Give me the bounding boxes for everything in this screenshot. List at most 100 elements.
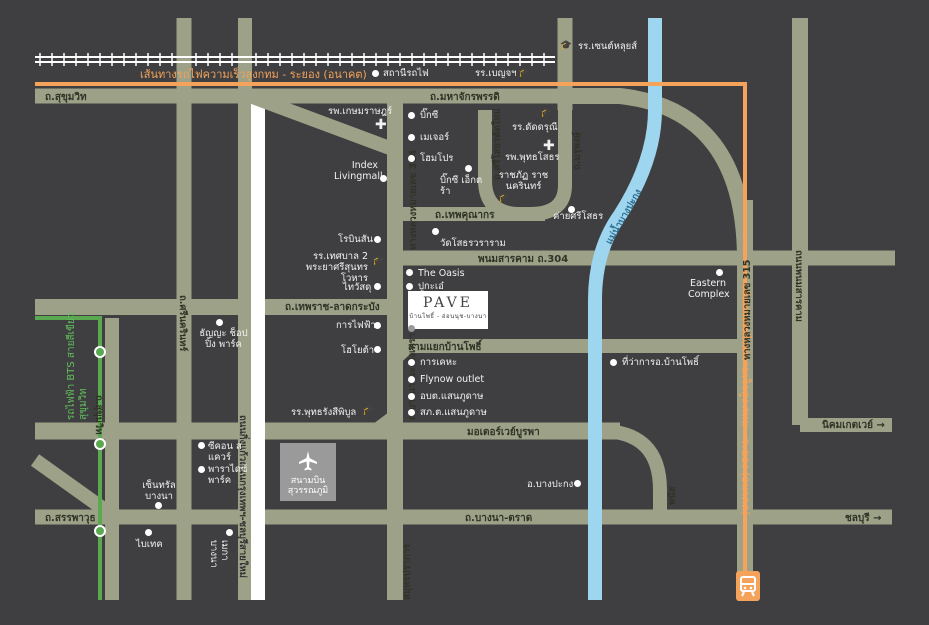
place-police-saenphudat[interactable]: สภ.ต.แสนภูดาษ [420,407,487,418]
road-marupong [529,110,572,221]
road-mahachakraphat [560,88,753,261]
school-icon: 🎓 [518,67,530,78]
road-label-samyaek: สามแยกบ้านโพธิ์ [408,342,482,353]
dot-icon [216,319,223,326]
place-toyota[interactable]: โฮโยต้า [341,345,375,356]
project-name: PAVE [423,295,473,311]
place-datdarunee[interactable]: รร.ดัดดรุณี [512,122,558,133]
place-buddharangsi[interactable]: รร.พุทธรังสีพิบูล [291,407,357,418]
place-flynow[interactable]: Flynow outlet [420,374,485,385]
school-icon: 🎓 [498,192,510,203]
project-logo[interactable]: PAVE บ้านโพธิ์ - อ่อนนุช-บางนา [408,291,488,329]
school-icon: 🎓 [362,405,374,416]
dot-icon [465,165,472,172]
train-icon [736,571,760,601]
place-homepro[interactable]: โฮมโปร [420,153,454,164]
road-label-nikhom: นิคมเกตเวย์ → [822,418,885,433]
road-label-314: ทางหลวงหมายเลข 314 [408,149,419,250]
dot-icon [408,393,415,400]
road-label-samut-prakan: สมุทรปราการ [402,543,413,600]
dot-icon [408,134,415,141]
place-thanya-park[interactable]: ธัญญะ ช็อปปิ้ง พาร์ค [199,328,248,350]
place-bangpakong-district[interactable]: อ.บางปะกง [527,479,574,490]
school-icon: 🎓 [560,40,572,51]
chonburi-text: ชลบุรี [845,513,870,524]
place-st-louis[interactable]: รร.เซนต์หลุยส์ [578,41,638,52]
road-label-bangna-trat: ถ.บางนา-ตราด [465,513,533,524]
dot-icon [610,359,617,366]
place-bigc[interactable]: บิ๊กซี [420,110,439,121]
dot-icon [408,359,415,366]
dot-icon [374,346,381,353]
place-central-bangna[interactable]: เซ็นทรัล บางนา [142,480,176,502]
place-thesaban-school[interactable]: รร.เทศบาล 2 พระยาศรีสุนทรโวหาร [305,251,368,284]
high-speed-rail-line [35,82,747,600]
dot-icon [155,502,162,509]
dot-icon [374,283,381,290]
nikhom-text: นิคมเกตเวย์ [822,420,873,431]
place-pea[interactable]: การไฟฟ้า [336,320,376,331]
project-pin [408,325,415,332]
road-label-motorway: มอเตอร์เวย์บูรพา [467,427,540,438]
place-major[interactable]: เมเจอร์ [420,132,450,143]
airplane-icon [299,451,317,471]
airport-name: สนามบิน สุวรรณภูมิ [287,476,329,496]
bts-line [35,316,102,600]
dot-icon [568,206,575,213]
place-rajabhat[interactable]: ราชภัฏ ราชนครินทร์ [498,170,549,192]
school-icon: 🎓 [540,107,552,118]
road-label-marupong: ถ.มรุพงษ์ [572,132,583,170]
place-mega-bangna[interactable]: เมกา บางนา [208,540,230,568]
dot-icon [406,269,413,276]
road-label-panom-sarakham: พนมสารคาม ถ.304 [478,254,569,265]
place-thaiwatsadu[interactable]: ไทวัสดุ [343,282,372,293]
place-bitec[interactable]: ไบเทค [136,539,163,550]
road-label-kingkaew: ถนนกิ่งแก้วถนนกรุงเทพฯ-ชลบุรีสายใหม่ [237,415,248,578]
place-kheha[interactable]: การเคหะ [420,357,458,368]
hospital-icon: ✚ [375,117,387,133]
place-obt-saenphudat[interactable]: อบต.แสนภูดาษ [420,391,484,402]
arrow-right-icon: → [876,420,885,431]
dot-icon [198,466,205,473]
place-kasemrad[interactable]: รพ.เกษมราษฎร์ [328,106,393,117]
hospital-icon: ✚ [543,138,555,154]
dot-icon [372,70,379,77]
place-kai-srisothorn[interactable]: ค่ายศรีโสธร [553,211,604,222]
road-label-sanphawut: ถ.สรรพาวุธ [45,513,96,524]
dot-icon [574,480,581,487]
place-wat-sothorn[interactable]: วัดโสธรวราราม [440,238,506,249]
place-pukaeo[interactable]: ปูกะเอ๋ [418,281,444,292]
dot-icon [374,322,381,329]
road-label-theparak: ถ.เทพราช-ลาดกระบัง [285,302,380,313]
dot-icon [432,228,439,235]
place-index[interactable]: Index Livingmall [334,160,383,182]
place-robinson[interactable]: โรบินสัน [338,234,374,245]
bangpakong-river [588,18,662,600]
place-buddhasothorn-hospital[interactable]: รพ.พุทธโสธร [505,152,560,163]
place-seacon[interactable]: ซีคอน สแควร์ [208,441,242,463]
dot-icon [380,175,387,182]
dot-icon [408,155,415,162]
dot-icon [374,236,381,243]
road-label-mahachakraphat: ถ.มหาจักรพรรดิ [430,92,500,103]
place-paradise[interactable]: พาราไดซ์ พาร์ค [208,464,248,486]
dot-icon [716,269,723,276]
airport-box[interactable]: สนามบิน สุวรรณภูมิ [280,443,336,501]
road-label-sukhumvit-v: ถ.สุขุมวิท [93,395,104,435]
road-label-315: ทางหลวงหมายเลข 315 [742,259,753,360]
place-eastern-complex[interactable]: Eastern Complex [688,278,730,300]
place-the-oasis[interactable]: The Oasis [418,268,465,279]
bts-label: รถไฟฟ้า BTS สายสีเขียวสุขุมวิท [66,312,89,420]
arrow-right-icon: → [873,513,882,524]
place-station[interactable]: สถานีรถไฟ [383,68,429,79]
place-banpho-district[interactable]: ที่ว่าการอ.บ้านโพธิ์ [622,357,699,368]
road-label-thepkhunakorn: ถ.เทพคุณากร [435,210,495,221]
dot-icon [198,442,205,449]
dot-icon [408,376,415,383]
road-label-phanom-v: ถนนพนมสารคาม [793,250,804,322]
place-bigc-extra[interactable]: บิ๊กซี เอ็กตร้า [440,175,483,197]
place-benja[interactable]: รร.เบญจฯ [475,68,517,79]
road-label-phanthong: พนัส [667,486,678,505]
rail-label-top: เส้นทางรถไฟความเร็วสูงกทม - ระยอง (อนาคต… [140,68,367,81]
